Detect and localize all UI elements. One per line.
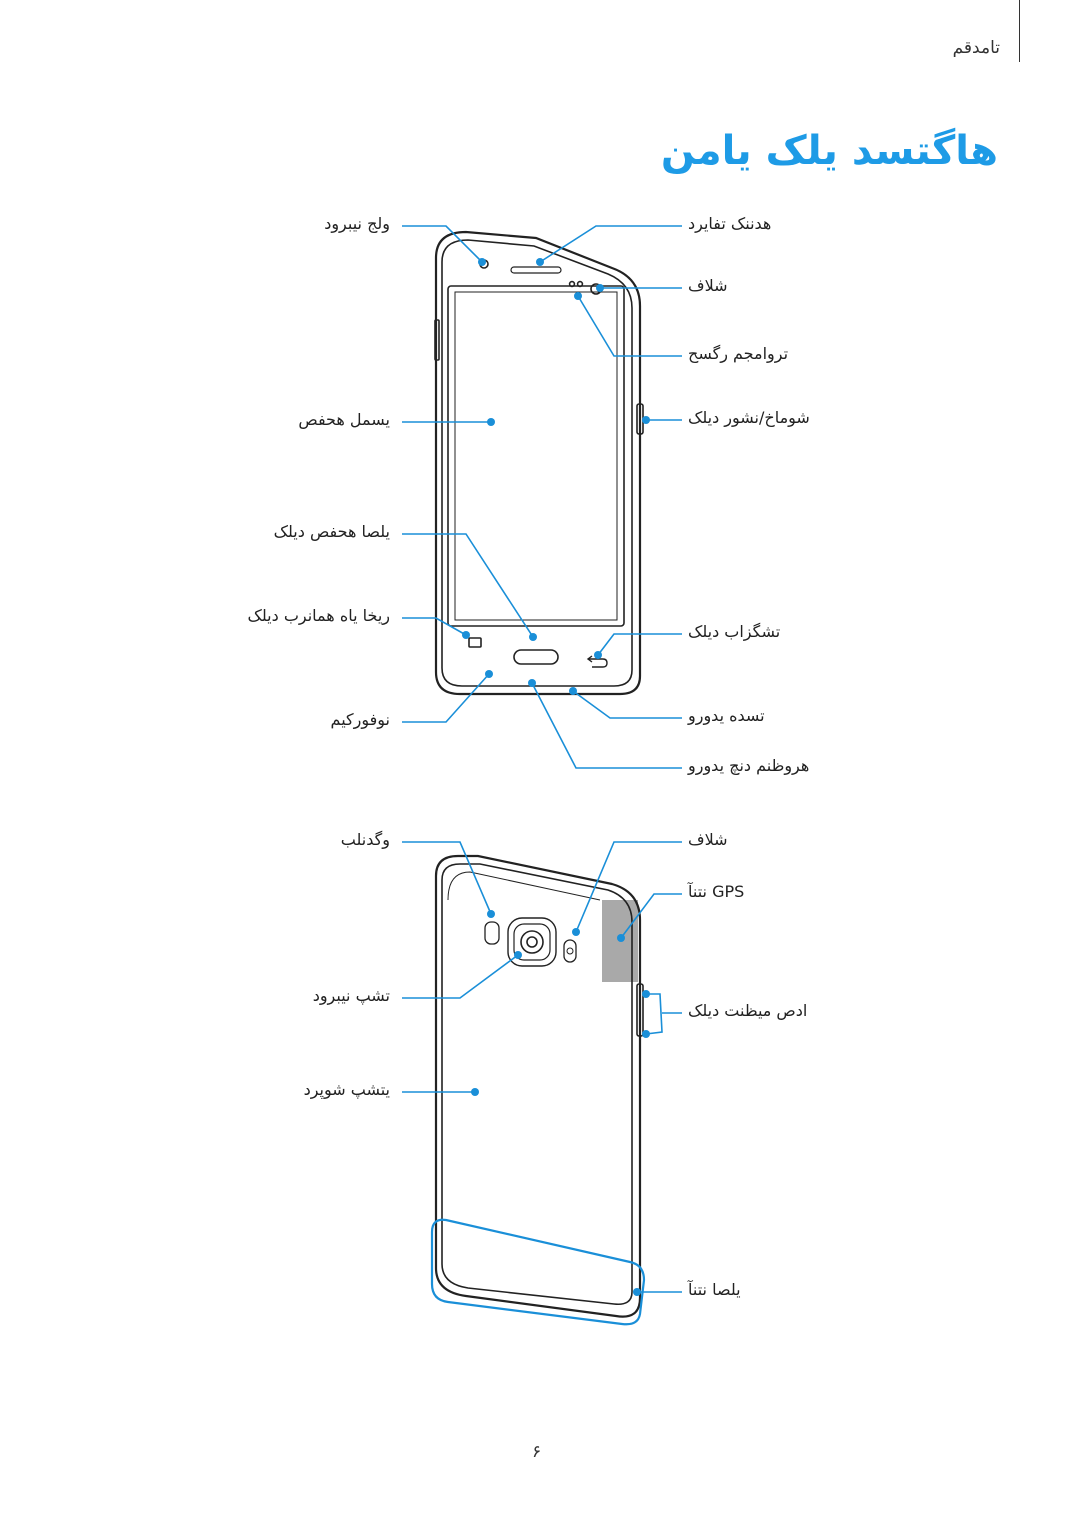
label-back-key: تشگزاب دیلک bbox=[688, 622, 781, 641]
front-callout-dots bbox=[462, 258, 650, 695]
label-home-key: یلصا هحفص دیلک bbox=[273, 522, 390, 541]
label-touchscreen: یسمل هحفص bbox=[298, 410, 390, 429]
label-recent-apps-key: ریخا یاه همانرب دیلک bbox=[247, 606, 390, 625]
section-label: تامدقم bbox=[952, 38, 1000, 58]
label-proximity-sensor: تروامجم رگسح bbox=[688, 344, 789, 363]
label-front-flash: شلاف bbox=[688, 276, 728, 295]
home-key-shape bbox=[513, 649, 559, 665]
front-screen bbox=[447, 285, 625, 627]
rear-camera-lens bbox=[520, 930, 544, 954]
page-title: هاگتسد یلک یامن bbox=[660, 128, 998, 174]
label-multipurpose-jack: هروظنم دنچ یدورو bbox=[688, 756, 810, 775]
back-callouts bbox=[402, 841, 682, 1326]
label-main-antenna: یلصا نتنآ bbox=[688, 1280, 741, 1299]
label-gps-antenna: GPS نتنآ bbox=[688, 882, 745, 901]
label-front-camera: ولج نیبرود bbox=[324, 214, 390, 233]
label-back-cover: یتشپ شوپرد bbox=[303, 1080, 390, 1099]
label-earpiece: هدننک تفایرد bbox=[688, 214, 772, 233]
label-microphone: نوفورکیم bbox=[330, 710, 390, 729]
label-headset-jack: تسده یدورو bbox=[688, 706, 765, 725]
label-volume-key: ادص میظنت دیلک bbox=[688, 1001, 808, 1020]
rear-camera-housing bbox=[507, 917, 557, 967]
back-device bbox=[434, 854, 644, 1318]
front-device bbox=[434, 230, 644, 696]
proximity-sensor-dot bbox=[568, 280, 576, 288]
front-callouts bbox=[402, 225, 682, 769]
label-rear-flash: شلاف bbox=[688, 830, 728, 849]
speaker-grille bbox=[484, 921, 500, 945]
recent-apps-key-shape bbox=[468, 637, 482, 648]
label-rear-camera: تشپ نیبرود bbox=[312, 986, 390, 1005]
rear-flash-shape bbox=[563, 939, 577, 963]
label-power-key: شوماخ/نشور دیلک bbox=[688, 408, 810, 427]
section-divider bbox=[1019, 0, 1020, 62]
back-key-shape bbox=[586, 655, 608, 668]
back-callout-dots bbox=[471, 910, 650, 1296]
earpiece-grille bbox=[510, 266, 562, 274]
page-number: ۶ bbox=[532, 1442, 542, 1462]
volume-key-shape bbox=[636, 983, 644, 1037]
label-speaker: وگدنلب bbox=[340, 830, 390, 849]
